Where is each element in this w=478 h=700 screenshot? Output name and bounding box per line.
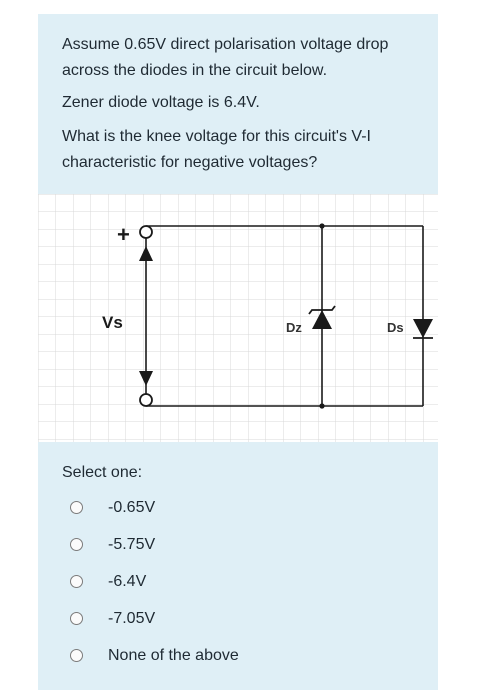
question-card: Assume 0.65V direct polarisation voltage… [38,14,438,690]
radio-button[interactable] [70,575,83,588]
arrow-up-icon [139,246,153,261]
junction-dot-bottom [319,403,325,409]
answer-option-label[interactable]: -7.05V [108,610,156,627]
zener-diode-icon [308,305,336,329]
diode-ds-icon [413,319,433,339]
radio-button[interactable] [70,501,83,514]
question-text-assumption: Assume 0.65V direct polarisation voltage… [62,36,389,79]
arrow-down-icon [139,371,153,386]
answer-option-label[interactable]: None of the above [108,647,239,664]
answer-option-label[interactable]: -6.4V [108,573,147,590]
grid-background [38,194,438,442]
select-one-label: Select one: [62,464,143,481]
radio-button[interactable] [70,612,83,625]
circuit-svg: + Vs Dz Ds [38,194,438,442]
plus-label: + [117,222,130,247]
radio-button[interactable] [70,649,83,662]
ds-label: Ds [387,320,404,335]
junction-dot-top [319,223,325,229]
radio-button[interactable] [70,538,83,551]
vs-label: Vs [102,313,123,332]
terminal-top [139,225,153,239]
answer-option-label[interactable]: -5.75V [108,536,156,553]
circuit-diagram: + Vs Dz Ds [38,194,438,442]
dz-label: Dz [286,320,302,335]
answer-option-label[interactable]: -0.65V [108,499,156,516]
terminal-bottom [139,393,153,407]
question-text-prompt: What is the knee voltage for this circui… [62,128,371,171]
question-text-zener: Zener diode voltage is 6.4V. [62,94,260,111]
